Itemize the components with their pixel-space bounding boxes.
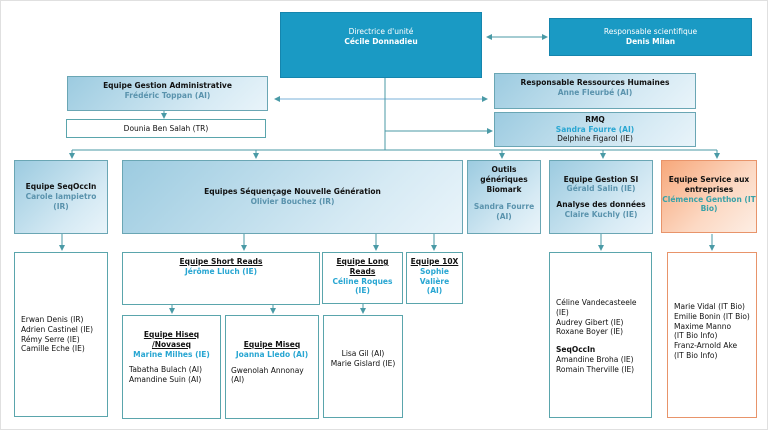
- admin-title: Equipe Gestion Administrative: [103, 81, 232, 90]
- rmq-box: RMQ Sandra Fourre (AI) Delphine Figarol …: [494, 112, 696, 147]
- member: Céline Vandecasteele (IE): [556, 298, 637, 317]
- miseq-title: Equipe Miseq: [243, 340, 301, 349]
- member: Gwenolah Annonay (AI): [231, 365, 304, 385]
- member: Franz-Arnold Ake: [674, 341, 738, 350]
- si-box: Equipe Gestion SI Gérald Salin (IE) Anal…: [549, 160, 653, 234]
- seqoccin-subteam-title: SeqOccIn: [556, 345, 596, 354]
- scientific-name: Denis Milan: [625, 37, 676, 46]
- member-role: (IT Bio Info): [674, 331, 718, 341]
- ngs-lead: Olivier Bouchez (IR): [250, 197, 335, 206]
- hr-title: Responsable Ressources Humaines: [520, 78, 670, 87]
- member: Marie Vidal (IT Bio): [674, 302, 745, 311]
- member: Amandine Broha (IE): [556, 354, 634, 364]
- data-analysis-lead: Claire Kuchly (IE): [564, 209, 638, 219]
- tenx-lead: Sophie Valière (AI): [419, 266, 450, 296]
- si-members-box: Céline Vandecasteele (IE) Audrey Gibert …: [549, 252, 652, 418]
- admin-member-box: Dounia Ben Salah (TR): [66, 119, 266, 138]
- scientific-box: Responsable scientifique Denis Milan: [549, 18, 752, 56]
- member-role: (IT Bio Info): [674, 350, 718, 360]
- biomark-box: Outils génériques Biomark Sandra Fourre …: [467, 160, 541, 234]
- rmq-member: Delphine Figarol (IE): [557, 134, 633, 144]
- member: Rémy Serre (IE): [21, 334, 80, 344]
- member: Lisa Gil (AI): [341, 349, 385, 358]
- long-reads-lead: Céline Roques (IE): [332, 276, 393, 296]
- member: Erwan Denis (IR): [21, 315, 84, 324]
- seqoccin-lead: Carole Iampietro (IR): [25, 192, 97, 211]
- hiseq-box: Equipe Hiseq /Novaseq Marine Milhes (IE)…: [122, 315, 221, 419]
- tenx-box: Equipe 10X Sophie Valière (AI): [406, 252, 463, 304]
- ngs-box: Equipes Séquençage Nouvelle Génération O…: [122, 160, 463, 234]
- seqoccin-box: Equipe SeqOccIn Carole Iampietro (IR): [14, 160, 108, 234]
- short-reads-lead: Jérôme Lluch (IE): [184, 266, 258, 276]
- si-title: Equipe Gestion SI: [563, 174, 639, 184]
- director-box: Directrice d'unité Cécile Donnadieu: [280, 12, 482, 78]
- director-name: Cécile Donnadieu: [344, 36, 418, 46]
- member: Audrey Gibert (IE): [556, 317, 624, 327]
- member: Tabatha Bulach (AI): [129, 365, 203, 375]
- ngs-title: Equipes Séquençage Nouvelle Génération: [204, 187, 381, 197]
- miseq-box: Equipe Miseq Joanna Lledo (AI) Gwenolah …: [225, 315, 319, 419]
- member: Marie Gislard (IE): [330, 358, 396, 368]
- member: Maxime Manno: [674, 321, 732, 331]
- admin-member: Dounia Ben Salah (TR): [123, 123, 209, 133]
- admin-team-box: Equipe Gestion Administrative Frédéric T…: [67, 76, 268, 111]
- scientific-title: Responsable scientifique: [603, 27, 698, 37]
- member: Amandine Suin (AI): [129, 375, 202, 384]
- hr-lead: Anne Fleurbé (AI): [557, 87, 633, 97]
- tenx-title: Equipe 10X: [410, 257, 459, 266]
- long-reads-members-box: Lisa Gil (AI) Marie Gislard (IE): [323, 315, 403, 418]
- service-title: Equipe Service aux entreprises: [668, 175, 750, 194]
- admin-lead: Frédéric Toppan (AI): [124, 90, 211, 100]
- director-title: Directrice d'unité: [348, 27, 414, 36]
- short-reads-title: Equipe Short Reads: [179, 257, 263, 266]
- long-reads-box: Equipe Long Reads Céline Roques (IE): [322, 252, 403, 304]
- si-lead: Gérald Salin (IE): [566, 184, 636, 194]
- service-box: Equipe Service aux entreprises Clémence …: [661, 160, 757, 233]
- short-reads-box: Equipe Short Reads Jérôme Lluch (IE): [122, 252, 320, 305]
- service-members-box: Marie Vidal (IT Bio) Emilie Bonin (IT Bi…: [667, 252, 757, 418]
- miseq-lead: Joanna Lledo (AI): [235, 349, 309, 359]
- hr-box: Responsable Ressources Humaines Anne Fle…: [494, 73, 696, 109]
- member: Romain Therville (IE): [556, 364, 635, 374]
- service-lead: Clémence Genthon (IT Bio): [662, 194, 756, 214]
- member: Emilie Bonin (IT Bio): [674, 311, 750, 321]
- rmq-title: RMQ: [585, 114, 605, 124]
- member: Roxane Boyer (IE): [556, 327, 624, 337]
- hiseq-lead: Marine Milhes (IE): [133, 349, 210, 359]
- seqoccin-title: Equipe SeqOccIn: [25, 182, 97, 192]
- data-analysis-title: Analyse des données: [556, 200, 646, 209]
- long-reads-title: Equipe Long Reads: [336, 257, 389, 276]
- biomark-title: Outils génériques Biomark: [480, 165, 528, 194]
- hiseq-title: Equipe Hiseq /Novaseq: [143, 330, 200, 349]
- biomark-lead: Sandra Fourre (AI): [473, 202, 535, 221]
- member: Adrien Castinel (IE): [21, 324, 94, 334]
- seqoccin-members-box: Erwan Denis (IR) Adrien Castinel (IE) Ré…: [14, 252, 108, 417]
- rmq-lead: Sandra Fourre (AI): [555, 124, 635, 134]
- member: Camille Eche (IE): [21, 344, 85, 354]
